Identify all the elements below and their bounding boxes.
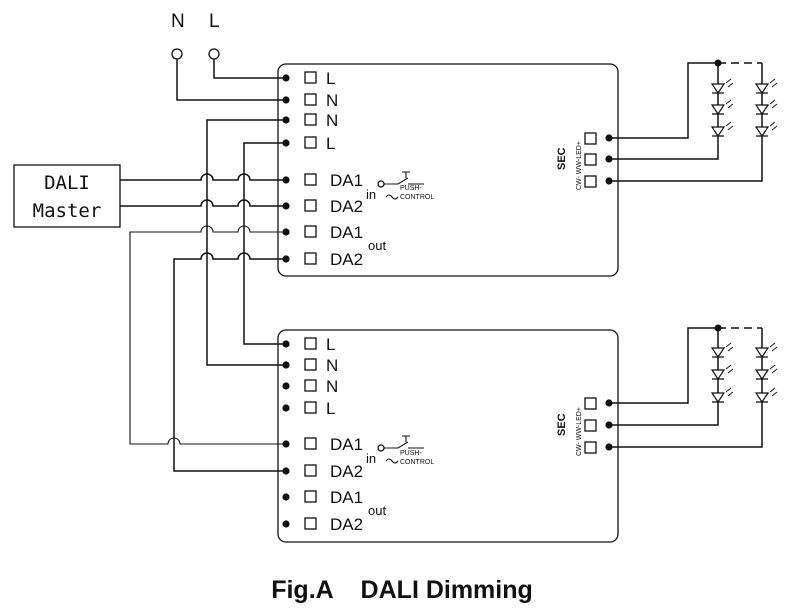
supply-l-label: L — [209, 11, 220, 32]
driver-1-out-label: out — [368, 238, 386, 253]
driver-2-in-label: in — [366, 451, 376, 466]
wire-l-supply — [213, 59, 286, 79]
supply-l-terminal — [208, 48, 220, 60]
driver-2-da2-in: DA2 — [330, 462, 363, 481]
driver-1-control-label: CONTROL — [400, 194, 434, 201]
driver-1-sec-labels: CW- WW-LED+ — [576, 141, 583, 190]
wire-n-to-driver-2 — [206, 119, 286, 366]
dali-master-line2: Master — [33, 200, 102, 222]
driver-1-term-n2: N — [326, 111, 338, 130]
driver-1-push-label: PUSH- — [400, 185, 422, 192]
driver-2-push-label: PUSH- — [400, 450, 422, 457]
driver-1-sec-block: SEC — [556, 147, 568, 170]
driver-1-term-l2: L — [326, 134, 335, 153]
led-1-anode-wire — [609, 62, 762, 139]
driver-2-sec-labels: CW- WW-LED+ — [576, 407, 583, 456]
supply-n-label: N — [171, 11, 185, 32]
wire-n-supply — [176, 59, 286, 101]
dali-master-line1: DALI — [44, 172, 90, 194]
driver-2-control-label: CONTROL — [400, 459, 434, 466]
driver-2-out-label: out — [368, 503, 386, 518]
driver-1-da2-out: DA2 — [330, 250, 363, 269]
wire-dali-da1 — [120, 173, 286, 181]
driver-2-terminals — [282, 337, 317, 530]
driver-2-term-l2: L — [326, 399, 335, 418]
supply-n-terminal — [171, 48, 183, 60]
led-2-ww-return — [609, 415, 719, 426]
driver-1-box — [277, 63, 619, 277]
driver-1-term-l1: L — [326, 69, 335, 88]
led-2-diodes — [710, 342, 778, 404]
figure-caption: Fig.A DALI Dimming — [271, 576, 533, 604]
driver-1-da1-out: DA1 — [330, 223, 363, 242]
driver-1-in-label: in — [366, 187, 376, 202]
dali-master-box — [13, 164, 121, 228]
wire-da2-out-link — [173, 252, 286, 472]
led-2-anode-wire — [609, 327, 762, 404]
driver-2-term-l1: L — [326, 335, 335, 354]
driver-2-sec-block: SEC — [556, 413, 568, 436]
driver-1-da2-in: DA2 — [330, 197, 363, 216]
driver-2-term-n2: N — [326, 377, 338, 396]
led-1-ww-return — [609, 150, 719, 160]
led-2-cw-return — [609, 415, 763, 448]
driver-1-push-control-icon — [377, 171, 424, 200]
driver-1-term-n1: N — [326, 91, 338, 110]
driver-2-box — [277, 329, 619, 543]
svg-text:SEC: SEC — [556, 413, 568, 436]
svg-text:SEC: SEC — [556, 147, 568, 170]
driver-1-terminals — [282, 71, 317, 265]
wire-dali-da2 — [120, 199, 286, 207]
led-1-cw-return — [609, 150, 763, 182]
driver-2-da1-in: DA1 — [330, 435, 363, 454]
driver-2-push-control-icon — [377, 435, 424, 464]
driver-2-da1-out: DA1 — [330, 488, 363, 507]
led-1-diodes — [710, 78, 778, 138]
driver-1-da1-in: DA1 — [330, 171, 363, 190]
wire-l-to-driver-2 — [243, 142, 286, 345]
driver-2-da2-out: DA2 — [330, 515, 363, 534]
driver-2-term-n1: N — [326, 356, 338, 375]
